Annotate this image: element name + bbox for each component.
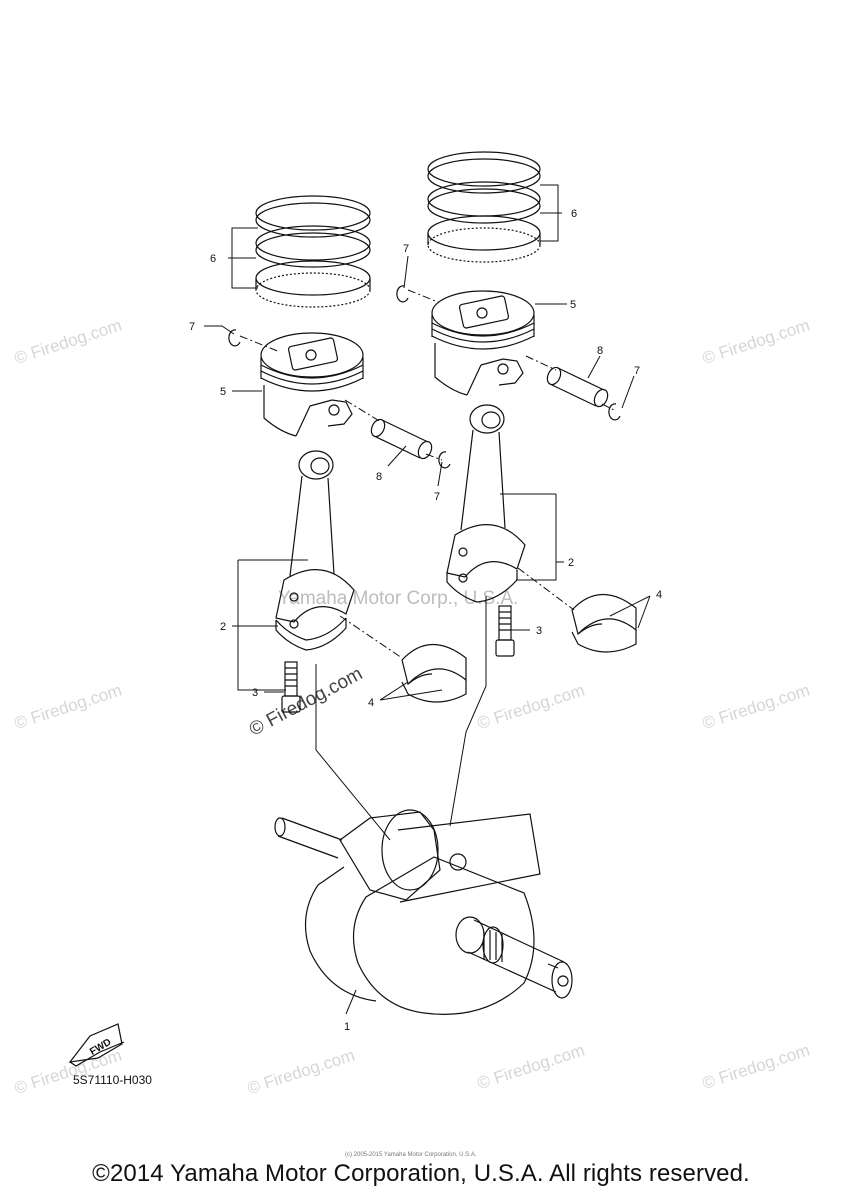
callout-circlip: 7	[434, 491, 440, 503]
callout-piston-ring-set: 6	[210, 253, 216, 265]
callout-circlip: 7	[634, 365, 640, 377]
piston-ring-set-left	[255, 195, 371, 308]
fine-print: (c) 2005-2015 Yamaha Motor Corporation, …	[345, 1152, 477, 1158]
piston-pin-right	[546, 366, 609, 408]
circlip-right-a	[396, 285, 409, 303]
piston-ring-set-right	[427, 151, 541, 263]
copyright-notice: ©2014 Yamaha Motor Corporation, U.S.A. A…	[92, 1160, 750, 1187]
callout-piston: 5	[570, 299, 576, 311]
callout-piston: 5	[220, 386, 226, 398]
crankshaft	[274, 809, 573, 1015]
callout-connecting-rod: 2	[568, 557, 574, 569]
circlip-right-b	[608, 403, 621, 421]
maker-watermark: Yamaha Motor Corp., U.S.A.	[278, 588, 519, 609]
callout-circlip: 7	[189, 321, 195, 333]
connecting-rod-right	[446, 404, 526, 603]
connecting-rod-left	[275, 450, 355, 651]
callout-connecting-rod: 2	[220, 621, 226, 633]
diagram-code: 5S71110-H030	[73, 1073, 152, 1087]
callout-piston-ring-set: 6	[571, 208, 577, 220]
circlip-left-a	[228, 329, 241, 347]
circlip-left-b	[438, 451, 451, 469]
bolt-right	[495, 605, 515, 657]
callout-bolt: 3	[536, 625, 542, 637]
bolt-left	[281, 661, 301, 713]
callout-piston-pin: 8	[376, 471, 382, 483]
piston-left	[260, 332, 364, 437]
callout-crankshaft: 1	[344, 1021, 350, 1033]
bearing-left	[401, 643, 467, 703]
callout-bearing: 4	[368, 697, 374, 709]
callout-bolt: 3	[252, 687, 258, 699]
forward-arrow-icon	[68, 1023, 125, 1067]
bearing-right	[571, 593, 637, 653]
callout-circlip: 7	[403, 243, 409, 255]
piston-right	[431, 290, 535, 396]
piston-pin-left	[370, 418, 433, 460]
callout-piston-pin: 8	[597, 345, 603, 357]
callout-bearing: 4	[656, 589, 662, 601]
